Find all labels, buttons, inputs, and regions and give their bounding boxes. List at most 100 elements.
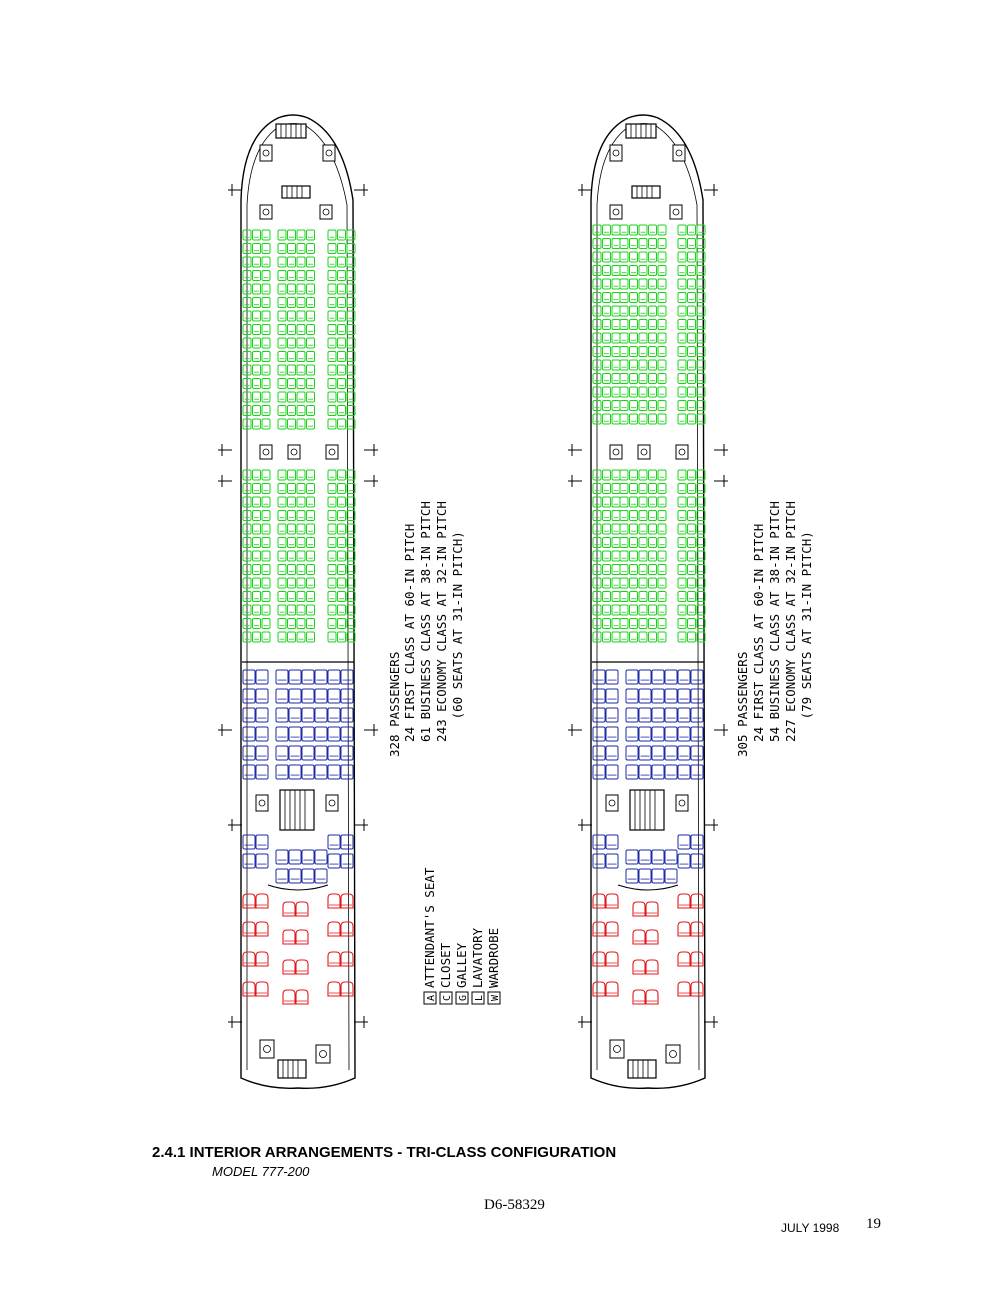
seat-cushion: [277, 351, 287, 362]
seat: [261, 550, 271, 562]
seat-cushion: [592, 278, 602, 290]
seat: [648, 537, 657, 548]
seat-cushion: [296, 378, 306, 389]
seat: [252, 324, 261, 335]
seat: [687, 469, 696, 481]
seat: [592, 834, 606, 850]
seat: [288, 745, 302, 761]
seat-cushion: [277, 297, 287, 308]
seat: [592, 745, 606, 761]
seat: [611, 564, 621, 575]
seat: [287, 604, 296, 616]
seat-cushion: [592, 359, 602, 371]
seat-cushion: [687, 618, 696, 629]
seat: [638, 238, 648, 249]
legend-item-galley: G GALLEY: [454, 942, 469, 1005]
seat: [625, 669, 639, 685]
seat: [677, 834, 691, 850]
seat: [638, 537, 648, 548]
seat: [592, 591, 602, 602]
seat-cushion: [306, 469, 315, 481]
seat: [619, 319, 629, 330]
seat-cushion: [261, 270, 271, 281]
seat-cushion: [327, 745, 341, 761]
seat-cushion: [296, 631, 306, 643]
seat-cushion: [306, 618, 315, 629]
seat-cushion: [611, 386, 621, 398]
seat-cushion: [306, 564, 315, 575]
seat: [242, 764, 256, 780]
seat-cushion: [327, 510, 337, 521]
seat-right: [255, 893, 269, 909]
seat-cushion: [277, 229, 287, 241]
galley-box: [627, 1059, 657, 1079]
seat: [629, 400, 638, 411]
seat: [696, 400, 706, 411]
seat: [619, 537, 629, 548]
seat-cushion: [337, 297, 346, 308]
seat: [277, 337, 287, 349]
economy-center-block-1: [619, 224, 667, 425]
seat-right: [340, 921, 354, 937]
galley: [281, 185, 311, 199]
seat: [677, 292, 687, 303]
door-4-right: [354, 819, 368, 831]
forward-galley: [625, 123, 657, 139]
seat: [242, 604, 252, 616]
seat-cushion: [677, 577, 687, 589]
seat: [314, 868, 328, 884]
seat-cushion: [277, 564, 287, 575]
seat: [306, 483, 315, 494]
seat-cushion: [314, 707, 328, 723]
seat-cushion: [619, 224, 629, 236]
seat: [696, 265, 706, 276]
seat-cushion: [346, 256, 356, 268]
seat: [287, 378, 296, 389]
seat: [592, 496, 602, 508]
seat: [602, 550, 611, 562]
seat-cushion: [687, 224, 696, 236]
seat-cushion: [696, 319, 706, 330]
seat: [337, 537, 346, 548]
seat-cushion: [664, 688, 678, 704]
seat-cushion: [602, 400, 611, 411]
seat-cushion: [261, 351, 271, 362]
seat-cushion: [275, 849, 289, 865]
seat: [306, 631, 315, 643]
seat-cushion: [296, 405, 306, 416]
seat-cushion: [638, 305, 648, 317]
seat: [592, 224, 602, 236]
seat-cushion: [252, 483, 261, 494]
seat: [657, 278, 667, 290]
seat: [346, 283, 356, 295]
seat: [592, 764, 606, 780]
seat: [242, 564, 252, 575]
seat: [327, 604, 337, 616]
seat: [277, 523, 287, 535]
seat: [651, 688, 665, 704]
seat: [314, 707, 328, 723]
seat-cushion: [696, 523, 706, 535]
seat-cushion: [696, 265, 706, 276]
seat: [687, 537, 696, 548]
legend-label-closet: CLOSET: [438, 942, 453, 988]
seat-cushion: [252, 310, 261, 322]
first-class-seat: [592, 951, 619, 967]
seat: [277, 229, 287, 241]
seat: [296, 243, 306, 254]
seat: [255, 726, 269, 742]
seat-cushion: [651, 868, 665, 884]
first-class-seat: [327, 981, 354, 997]
seat: [592, 726, 606, 742]
seat-right: [295, 929, 309, 945]
seat: [592, 373, 602, 384]
fixture: [612, 448, 620, 456]
seat-cushion: [687, 577, 696, 589]
seat: [346, 256, 356, 268]
seat-cushion: [346, 243, 356, 254]
lavatory: [325, 794, 339, 812]
seat: [346, 324, 356, 335]
business-right-block: [327, 669, 354, 780]
seat: [696, 604, 706, 616]
seat-cushion: [327, 378, 337, 389]
